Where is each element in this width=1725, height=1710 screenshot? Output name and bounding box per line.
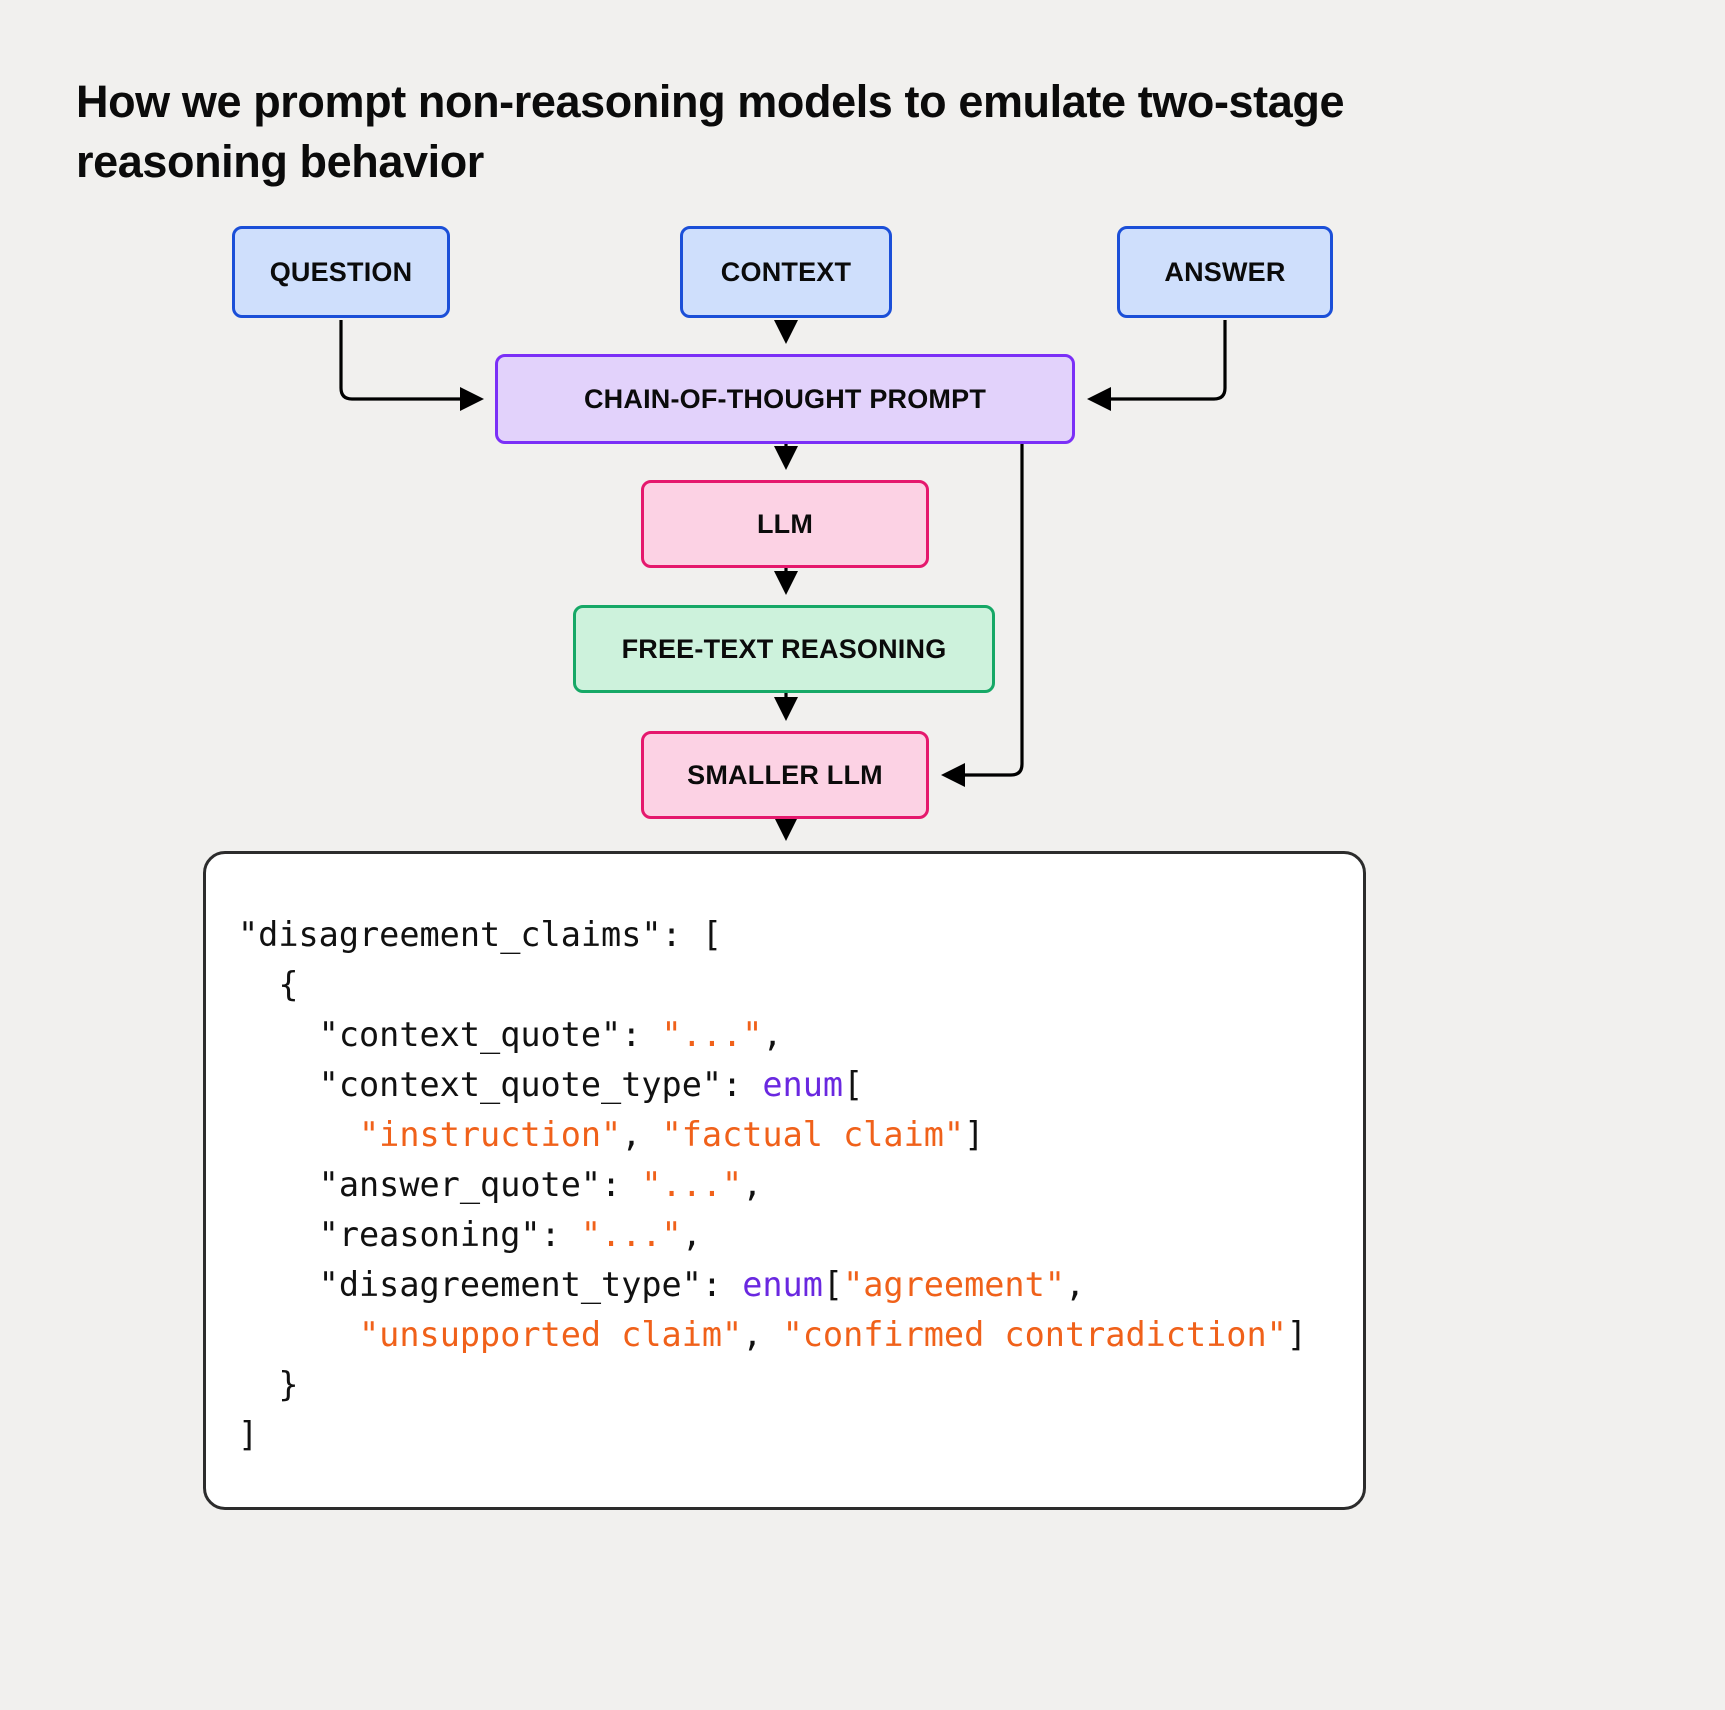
code-line: "unsupported claim", "confirmed contradi… (238, 1310, 1323, 1360)
code-token-str: "unsupported claim" (359, 1315, 743, 1354)
page-title: How we prompt non-reasoning models to em… (76, 76, 1345, 187)
code-token-plain: , (621, 1115, 662, 1154)
code-token-str: "agreement" (843, 1265, 1065, 1304)
code-token-plain: ] (964, 1115, 985, 1154)
node-question[interactable]: QUESTION (232, 226, 450, 318)
code-token-plain: , (742, 1315, 783, 1354)
code-token-plain: , (742, 1165, 763, 1204)
code-token-plain (238, 1315, 359, 1354)
output-schema-code: "disagreement_claims": [ { "context_quot… (238, 910, 1323, 1460)
code-token-str: "instruction" (359, 1115, 622, 1154)
code-token-enum: enum (742, 1265, 823, 1304)
code-token-str: "factual claim" (661, 1115, 965, 1154)
node-smaller-llm[interactable]: SMALLER LLM (641, 731, 929, 819)
code-token-plain: "answer_quote": (238, 1165, 642, 1204)
code-token-str: "confirmed contradiction" (782, 1315, 1287, 1354)
code-token-plain (238, 1115, 359, 1154)
code-line: "disagreement_claims": [ (238, 910, 1323, 960)
code-token-enum: enum (762, 1065, 844, 1104)
code-line: { (238, 960, 1323, 1010)
code-token-plain: [ (843, 1065, 864, 1104)
code-line: "reasoning": "...", (238, 1210, 1323, 1260)
code-token-plain: "context_quote_type": (238, 1065, 763, 1104)
code-token-plain: ] (238, 1415, 259, 1454)
code-token-plain: ] (1286, 1315, 1307, 1354)
code-token-str: "..." (580, 1215, 682, 1254)
code-token-plain: "disagreement_claims": [ (238, 915, 723, 954)
code-token-plain: "disagreement_type": (238, 1265, 743, 1304)
node-answer[interactable]: ANSWER (1117, 226, 1333, 318)
code-line: "answer_quote": "...", (238, 1160, 1323, 1210)
code-token-plain: { (238, 965, 299, 1004)
code-token-plain: , (681, 1215, 702, 1254)
code-line: "context_quote": "...", (238, 1010, 1323, 1060)
code-token-str: "..." (661, 1015, 763, 1054)
node-chain-of-thought-prompt[interactable]: CHAIN-OF-THOUGHT PROMPT (495, 354, 1075, 444)
code-line: "disagreement_type": enum["agreement", (238, 1260, 1323, 1310)
code-token-plain: , (762, 1015, 783, 1054)
node-llm[interactable]: LLM (641, 480, 929, 568)
code-token-plain: [ (822, 1265, 844, 1304)
output-schema-card: "disagreement_claims": [ { "context_quot… (203, 851, 1366, 1510)
code-line: ] (238, 1410, 1323, 1460)
code-token-plain: , (1064, 1265, 1086, 1304)
code-line: } (238, 1360, 1323, 1410)
code-token-plain: } (238, 1365, 299, 1404)
code-token-plain: "context_quote": (238, 1015, 662, 1054)
code-token-str: "..." (641, 1165, 743, 1204)
node-context[interactable]: CONTEXT (680, 226, 892, 318)
code-token-plain: "reasoning": (238, 1215, 581, 1254)
code-line: "instruction", "factual claim"] (238, 1110, 1323, 1160)
code-line: "context_quote_type": enum[ (238, 1060, 1323, 1110)
node-free-text-reasoning[interactable]: FREE-TEXT REASONING (573, 605, 995, 693)
